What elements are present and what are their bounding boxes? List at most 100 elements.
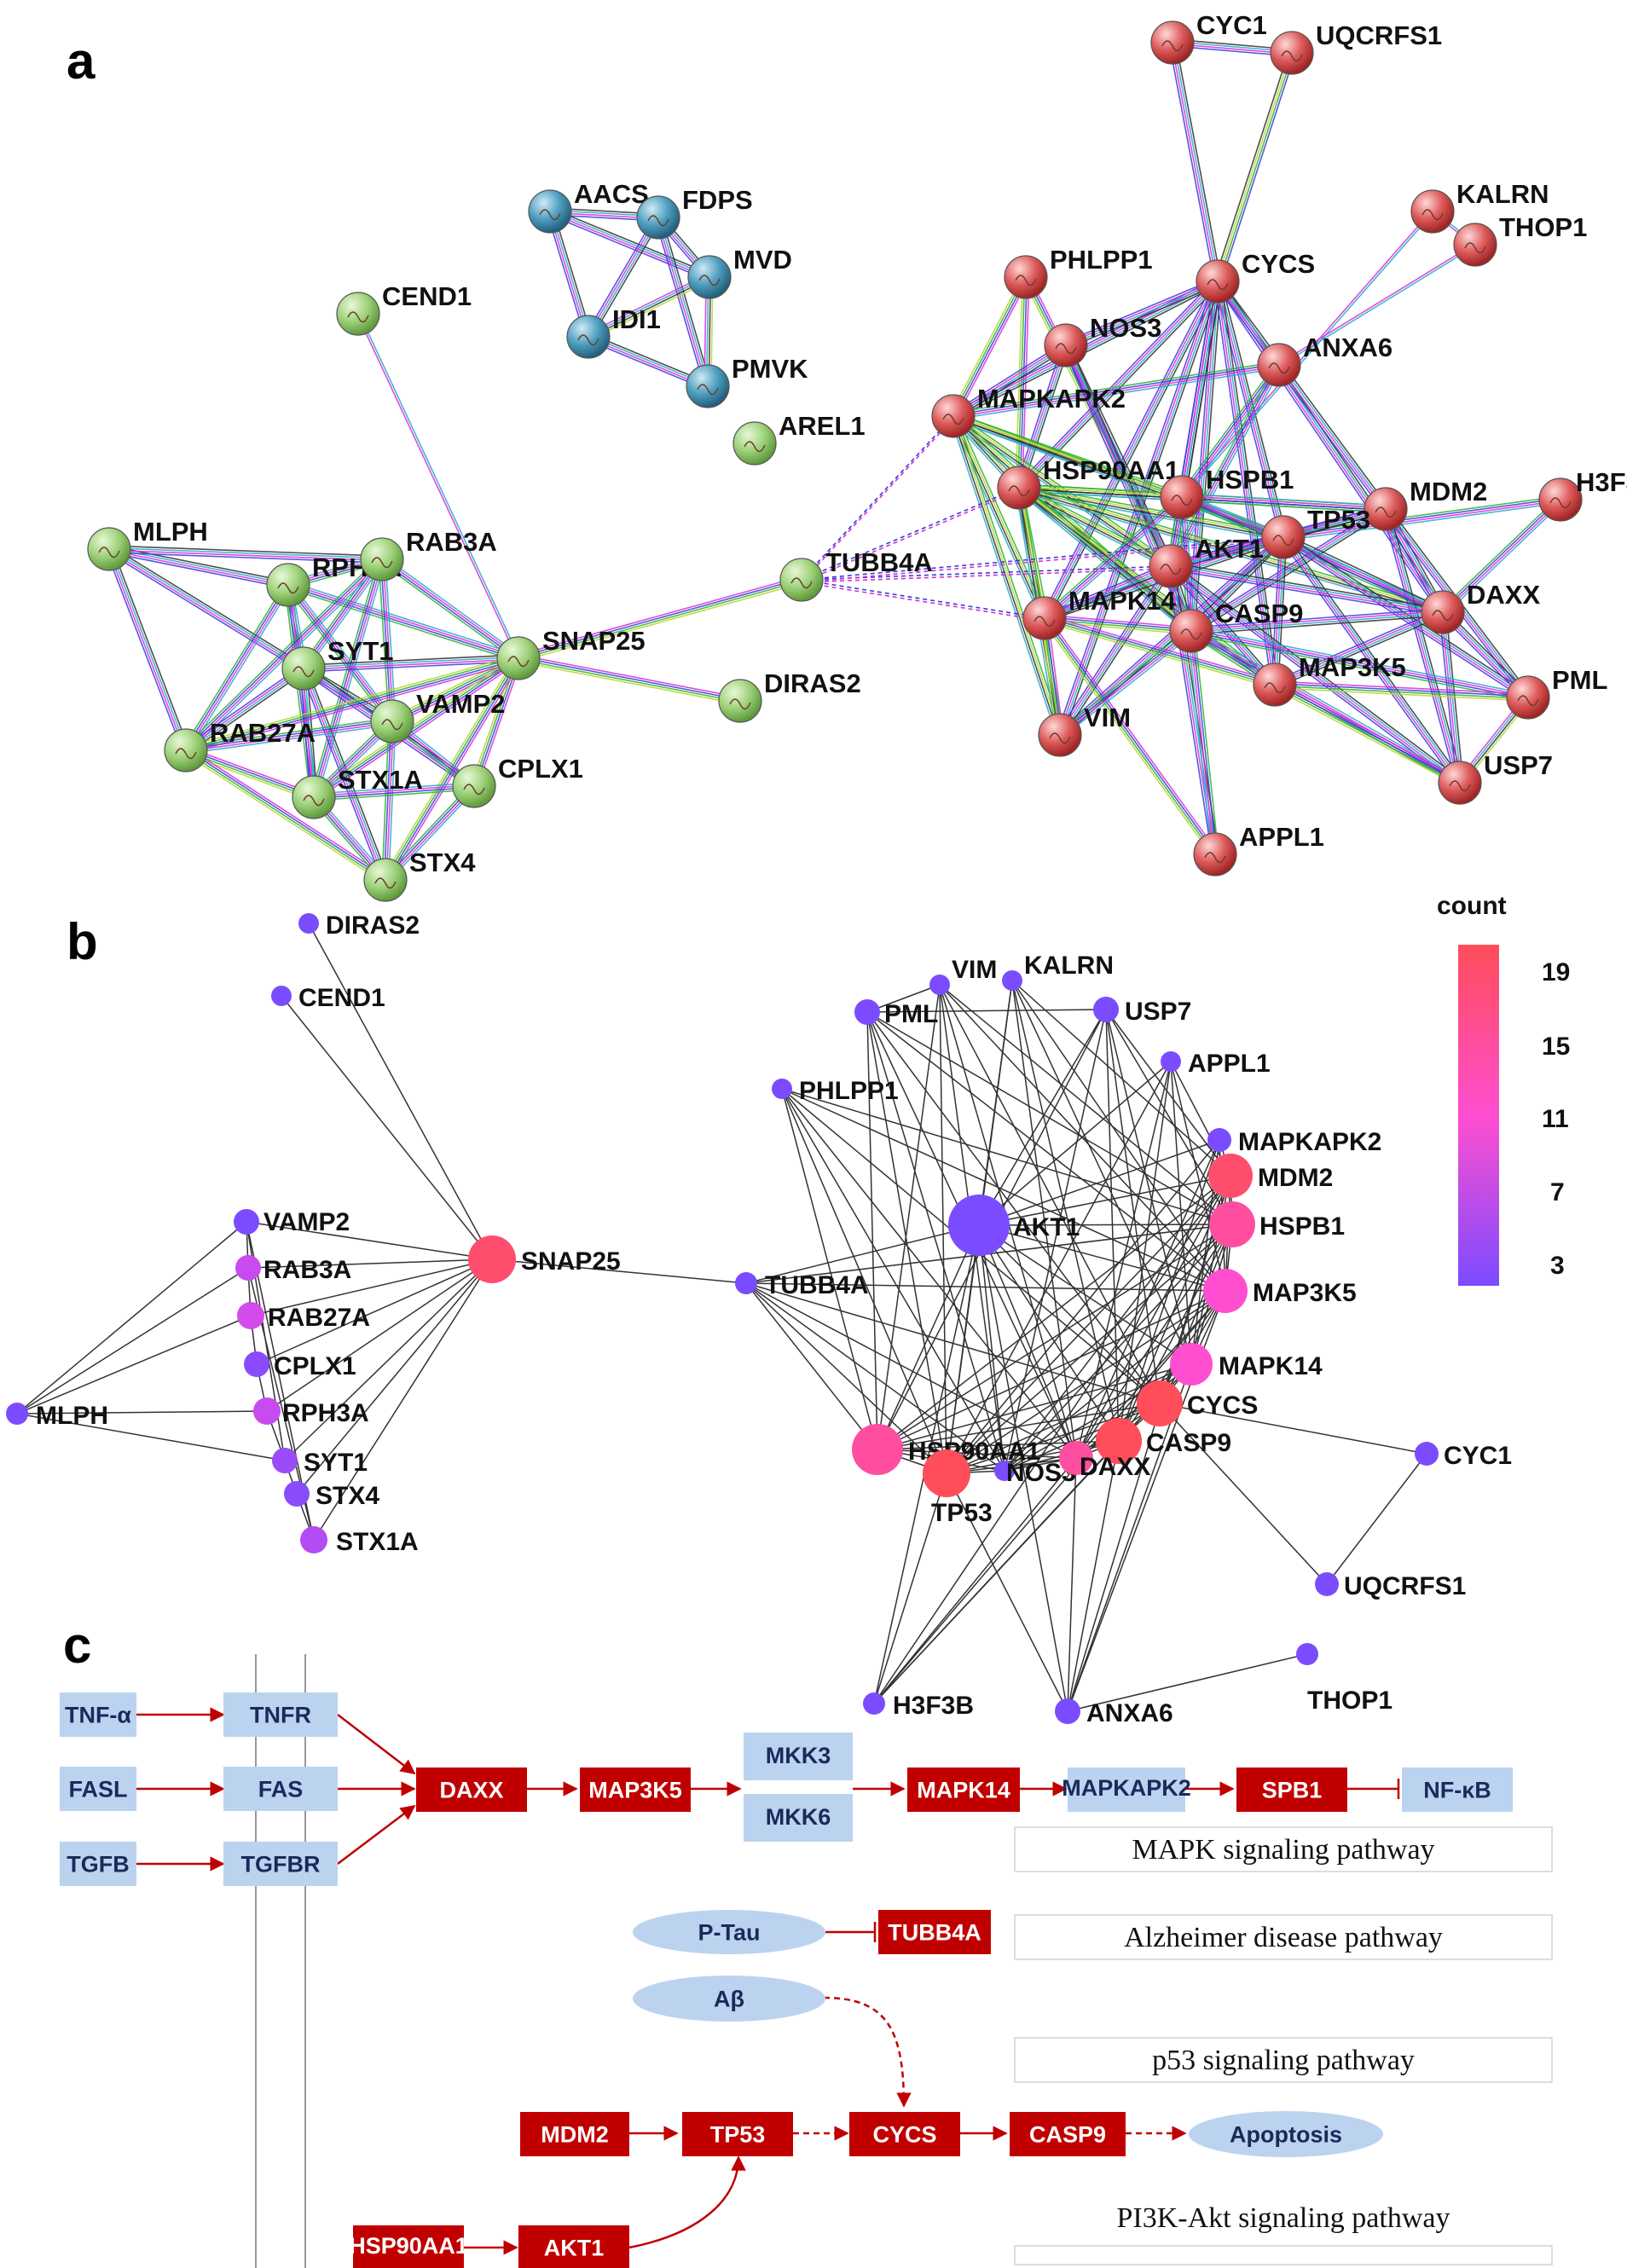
pathway-node-fasl[interactable]: FASL [60,1767,136,1811]
hub-node-appl1[interactable]: APPL1 [1161,1050,1271,1078]
node-h3f3b[interactable]: H3F3B [1538,467,1627,522]
hub-node-stx4[interactable]: STX4 [284,1481,379,1510]
node-daxx[interactable]: DAXX [1421,580,1540,634]
node-mdm2[interactable]: MDM2 [1364,477,1487,531]
pathway-node-fas[interactable]: FAS [223,1767,338,1811]
hub-node-syt1[interactable]: SYT1 [272,1448,368,1477]
hub-node-akt1[interactable]: AKT1 [948,1195,1080,1256]
hub-node-casp9[interactable]: CASP9 [1096,1418,1231,1464]
hub-node-stx1a[interactable]: STX1A [300,1526,419,1556]
node-syt1[interactable]: SYT1 [281,636,394,691]
pathway-node-cycs[interactable]: CYCS [849,2112,960,2156]
hub-node-anxa6[interactable]: ANXA6 [1055,1698,1173,1727]
node-kalrn[interactable]: KALRN [1410,179,1549,234]
node-mlph[interactable]: MLPH [87,517,208,571]
hub-node-rph3a[interactable]: RPH3A [253,1397,369,1427]
node-stx4[interactable]: STX4 [363,848,476,902]
pathway-node-tgfbr[interactable]: TGFBR [223,1842,338,1886]
pathway-node-nfkb[interactable]: NF-κB [1402,1768,1513,1812]
hub-node-snap25[interactable]: SNAP25 [468,1235,621,1283]
pathway-node-mapkapk2[interactable]: MAPKAPK2 [1062,1768,1191,1812]
pathway-node-tnfa[interactable]: TNF-α [60,1692,136,1737]
node-idi1[interactable]: IDI1 [566,304,661,359]
pathway-node-akt1[interactable]: AKT1 [518,2225,629,2268]
node-pmvk[interactable]: PMVK [686,354,808,408]
hub-node-hsp90aa1[interactable]: HSP90AA1 [852,1424,1040,1475]
hub-node-usp7[interactable]: USP7 [1093,997,1191,1026]
node-diras2[interactable]: DIRAS2 [718,668,861,723]
node-mvd[interactable]: MVD [687,245,792,299]
hub-node-vamp2[interactable]: VAMP2 [234,1208,350,1236]
hub-node-kalrn[interactable]: KALRN [1002,952,1114,991]
pathway-node-tnfr[interactable]: TNFR [223,1692,338,1737]
node-map3k5[interactable]: MAP3K5 [1253,652,1406,707]
node-aacs[interactable]: AACS [528,179,649,234]
hub-node-tubb4a[interactable]: TUBB4A [735,1271,869,1299]
node-pml[interactable]: PML [1506,665,1607,720]
pathway-node-abeta[interactable]: Aβ [633,1976,825,2022]
pathway-node-spb1[interactable]: SPB1 [1236,1768,1347,1812]
hub-node-daxx[interactable]: DAXX [1059,1441,1150,1481]
hub-node-cyc1[interactable]: CYC1 [1415,1442,1512,1470]
node-anxa6[interactable]: ANXA6 [1257,333,1393,387]
node-usp7[interactable]: USP7 [1438,750,1553,805]
node-nos3[interactable]: NOS3 [1044,313,1161,367]
pathway-node-tubb4a[interactable]: TUBB4A [878,1910,991,1954]
node-rab27a[interactable]: RAB27A [164,718,316,772]
hub-node-cend1[interactable]: CEND1 [271,984,385,1012]
hub-node-tp53[interactable]: TP53 [923,1449,993,1527]
hub-node-mapk14[interactable]: MAPK14 [1170,1343,1323,1386]
node-vamp2[interactable]: VAMP2 [370,689,506,743]
hub-node-pml[interactable]: PML [854,999,938,1028]
hub-node-cycs[interactable]: CYCS [1137,1380,1258,1426]
node-tp53[interactable]: TP53 [1261,505,1370,559]
pathway-node-map3k5[interactable]: MAP3K5 [580,1768,691,1812]
hub-node-h3f3b[interactable]: H3F3B [863,1692,974,1720]
hub-node-map3k5[interactable]: MAP3K5 [1203,1269,1357,1313]
node-akt1[interactable]: AKT1 [1149,534,1264,588]
hub-node-rab3a[interactable]: RAB3A [235,1255,351,1284]
node-phlpp1[interactable]: PHLPP1 [1004,245,1153,299]
pathway-node-daxx[interactable]: DAXX [416,1768,527,1812]
hub-node-rab27a[interactable]: RAB27A [237,1302,370,1332]
node-tubb4a[interactable]: TUBB4A [779,547,933,602]
hub-node-cplx1[interactable]: CPLX1 [244,1351,356,1380]
pathway-node-tp53[interactable]: TP53 [682,2112,793,2156]
node-cyc1[interactable]: CYC1 [1150,10,1267,65]
pathway-node-casp9[interactable]: CASP9 [1010,2112,1126,2156]
hub-node-mdm2[interactable]: MDM2 [1208,1154,1333,1198]
hub-node-mapkapk2[interactable]: MAPKAPK2 [1207,1128,1381,1156]
pathway-node-mkk6[interactable]: MKK6 [744,1794,853,1842]
hub-node-vim[interactable]: VIM [929,956,997,995]
node-cend1[interactable]: CEND1 [336,281,472,336]
hub-node-uqcrfs1[interactable]: UQCRFS1 [1315,1572,1466,1600]
node-hspb1[interactable]: HSPB1 [1160,465,1294,519]
node-vim[interactable]: VIM [1038,703,1131,757]
node-mapkapk2[interactable]: MAPKAPK2 [931,384,1126,438]
node-snap25[interactable]: SNAP25 [496,626,646,680]
pathway-node-hsp90aa1[interactable]: HSP90AA1 [349,2225,468,2268]
hub-node-phlpp1[interactable]: PHLPP1 [772,1077,899,1105]
node-cycs[interactable]: CYCS [1196,249,1315,304]
pathway-node-mkk3[interactable]: MKK3 [744,1733,853,1780]
pathway-node-ptau[interactable]: P-Tau [633,1910,825,1954]
pathway-node-mdm2[interactable]: MDM2 [520,2112,629,2156]
hub-node-diras2[interactable]: DIRAS2 [298,911,420,940]
pathway-node-mapk14[interactable]: MAPK14 [907,1768,1020,1812]
hub-node-mlph[interactable]: MLPH [6,1402,108,1430]
node-fdps[interactable]: FDPS [636,185,753,240]
node-appl1[interactable]: APPL1 [1193,822,1324,877]
node-uqcrfs1[interactable]: UQCRFS1 [1270,20,1442,75]
node-rab3a[interactable]: RAB3A [360,527,497,581]
node-hsp90aa1[interactable]: HSP90AA1 [997,455,1179,510]
hub-node-thop1[interactable]: THOP1 [1296,1643,1393,1715]
node-arel1[interactable]: AREL1 [732,411,866,466]
pathway-node-tgfb[interactable]: TGFB [60,1842,136,1886]
node-stx1a[interactable]: STX1A [292,765,423,819]
node-mapk14[interactable]: MAPK14 [1022,586,1177,640]
node-thop1[interactable]: THOP1 [1453,212,1587,267]
hub-node-hspb1[interactable]: HSPB1 [1209,1201,1345,1247]
pathway-node-apoptosis[interactable]: Apoptosis [1189,2111,1383,2157]
node-casp9[interactable]: CASP9 [1169,599,1303,653]
node-cplx1[interactable]: CPLX1 [452,754,583,808]
